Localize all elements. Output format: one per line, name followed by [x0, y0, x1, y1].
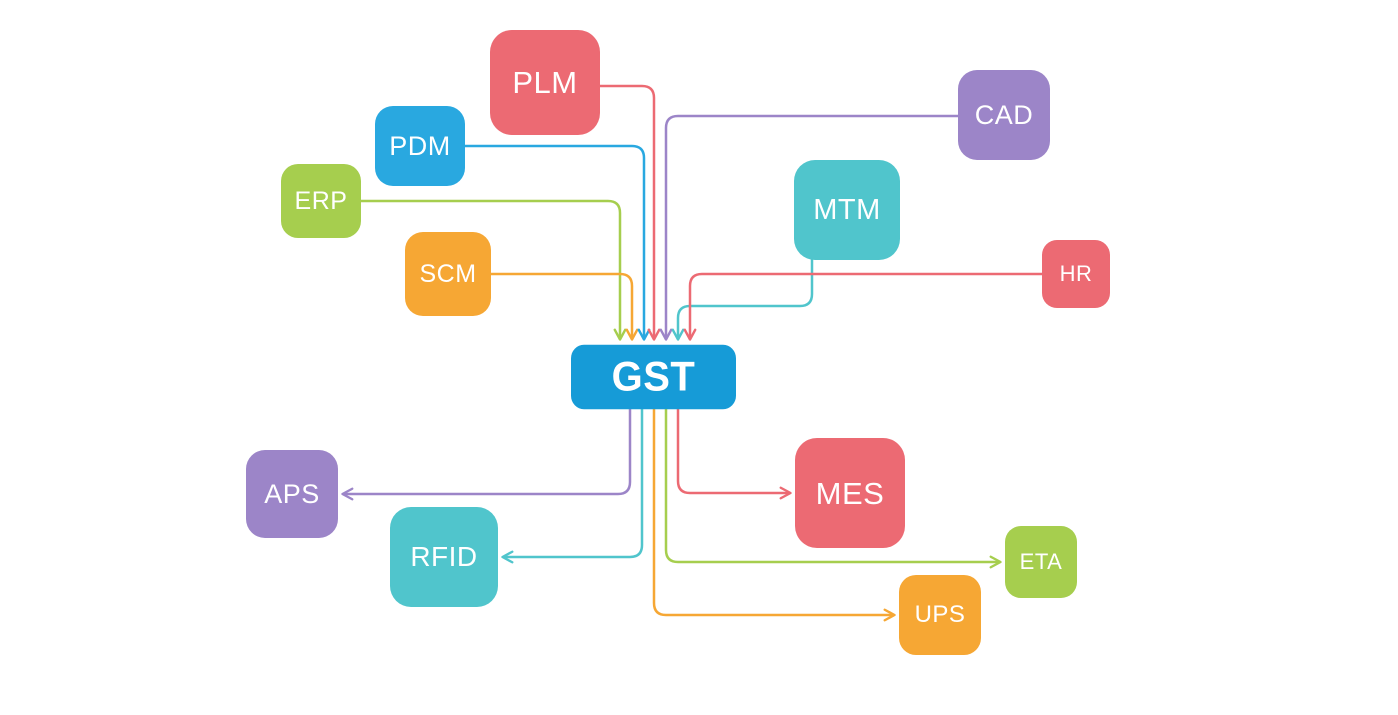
node-plm: PLM: [490, 30, 600, 135]
node-rfid: RFID: [390, 507, 498, 607]
node-scm-label: SCM: [419, 259, 477, 288]
edge-cad-gst: [659, 114, 960, 341]
node-mes-label: MES: [815, 475, 885, 511]
node-cad: CAD: [958, 70, 1050, 160]
edge-gst-eta: [664, 406, 1002, 569]
node-aps-label: APS: [264, 478, 320, 509]
edge-mtm-gst: [671, 258, 814, 341]
node-mtm: MTM: [794, 160, 900, 260]
edge-scm-gst: [489, 272, 639, 341]
edge-gst-aps: [341, 406, 632, 501]
node-erp: ERP: [281, 164, 361, 238]
node-cad-label: CAD: [974, 99, 1034, 130]
node-pdm-label: PDM: [389, 130, 451, 161]
node-rfid-label: RFID: [410, 541, 478, 572]
edge-pdm-gst: [463, 144, 651, 341]
node-mtm-label: MTM: [813, 193, 881, 226]
node-eta-label: ETA: [1019, 549, 1063, 574]
node-ups: UPS: [899, 575, 981, 655]
node-gst-hub: GST: [571, 344, 736, 410]
node-gst-label: GST: [611, 354, 696, 400]
edge-hr-gst: [683, 272, 1044, 341]
node-hr-label: HR: [1059, 261, 1093, 286]
edge-gst-ups: [652, 406, 896, 622]
edge-erp-gst: [359, 199, 627, 341]
edge-gst-mes: [676, 406, 792, 500]
node-pdm: PDM: [375, 106, 465, 186]
edge-gst-rfid: [501, 406, 644, 564]
node-hr: HR: [1042, 240, 1110, 308]
edge-plm-gst: [598, 84, 661, 341]
node-plm-label: PLM: [512, 65, 578, 100]
node-ups-label: UPS: [914, 601, 966, 628]
node-scm: SCM: [405, 232, 491, 316]
node-mes: MES: [795, 438, 905, 548]
node-eta: ETA: [1005, 526, 1077, 598]
node-aps: APS: [246, 450, 338, 538]
node-erp-label: ERP: [294, 186, 348, 215]
